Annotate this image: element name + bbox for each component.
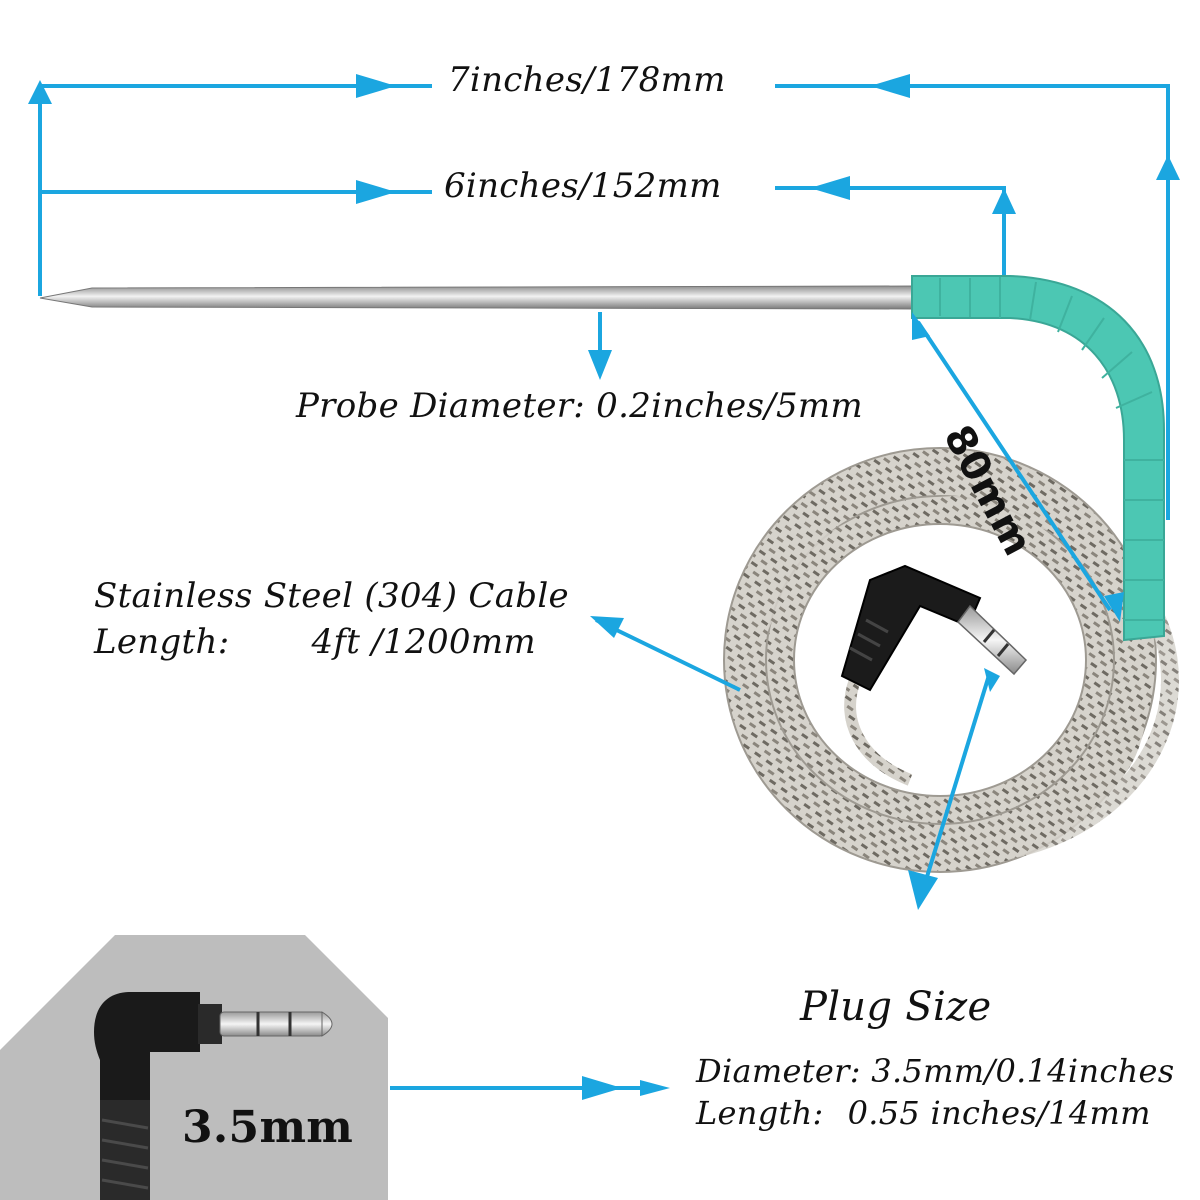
- arrowhead-up-icon: [992, 188, 1016, 214]
- plug-diameter-label: Diameter: 3.5mm/0.14inches: [696, 1052, 1175, 1090]
- arrowhead-up-icon: [984, 668, 1000, 692]
- handle-ridges: [939, 277, 1164, 621]
- handle-length-pointer: [912, 312, 1124, 622]
- plug-size-badge: 3.5mm: [182, 1102, 354, 1153]
- cable-material-label: Stainless Steel (304) Cable: [94, 576, 569, 616]
- braided-cable-coil: [723, 447, 1179, 873]
- arrowhead-right-icon: [582, 1076, 622, 1100]
- plug-connector: [840, 564, 1028, 692]
- cable-length-key: Length:: [94, 622, 230, 662]
- plug-length-value: 0.55 inches/14mm: [847, 1094, 1151, 1132]
- cable-pointer: [590, 616, 741, 692]
- plug-length-label: Length: 0.55 inches/14mm: [696, 1094, 1151, 1132]
- plug-grip-ridges: [849, 618, 889, 662]
- arrowhead-icon: [912, 312, 930, 340]
- arrowhead-left-icon: [810, 176, 850, 200]
- inset-pointer: [390, 1076, 670, 1100]
- overall-length-label: 7inches/178mm: [448, 60, 726, 100]
- probe-rod: [39, 285, 916, 310]
- arrowhead-right-icon: [356, 74, 396, 98]
- arrowhead-up-icon: [1156, 155, 1180, 180]
- plug-length-key: Length:: [696, 1094, 824, 1132]
- arrowhead-icon: [1104, 592, 1124, 622]
- cable-length-label: Length: 4ft /1200mm: [94, 622, 536, 662]
- arrowhead-left-icon: [870, 74, 910, 98]
- probe-diameter-label: Probe Diameter: 0.2inches/5mm: [296, 386, 863, 426]
- probe-length-label: 6inches/152mm: [444, 166, 722, 206]
- probe-length-dimension: [40, 176, 1016, 282]
- cable-length-value: 4ft /1200mm: [311, 622, 536, 662]
- plug-size-title: Plug Size: [800, 984, 992, 1030]
- probe-diameter-pointer: [588, 312, 612, 380]
- arrowhead-right-icon: [640, 1080, 670, 1096]
- arrowhead-down-icon: [908, 870, 938, 910]
- plug-pointer: [908, 668, 1000, 910]
- inset-plug: [94, 992, 333, 1200]
- silicone-handle: [911, 275, 1165, 642]
- arrowhead-down-icon: [588, 350, 612, 380]
- inset-octagon: [0, 935, 388, 1200]
- plug-closeup-inset: [0, 935, 388, 1200]
- arrowhead-up-icon: [28, 80, 52, 104]
- arrowhead-icon: [590, 616, 624, 638]
- probe-length-line-right: [775, 186, 1006, 282]
- overall-length-dimension: [28, 74, 1180, 520]
- arrowhead-right-icon: [356, 180, 396, 204]
